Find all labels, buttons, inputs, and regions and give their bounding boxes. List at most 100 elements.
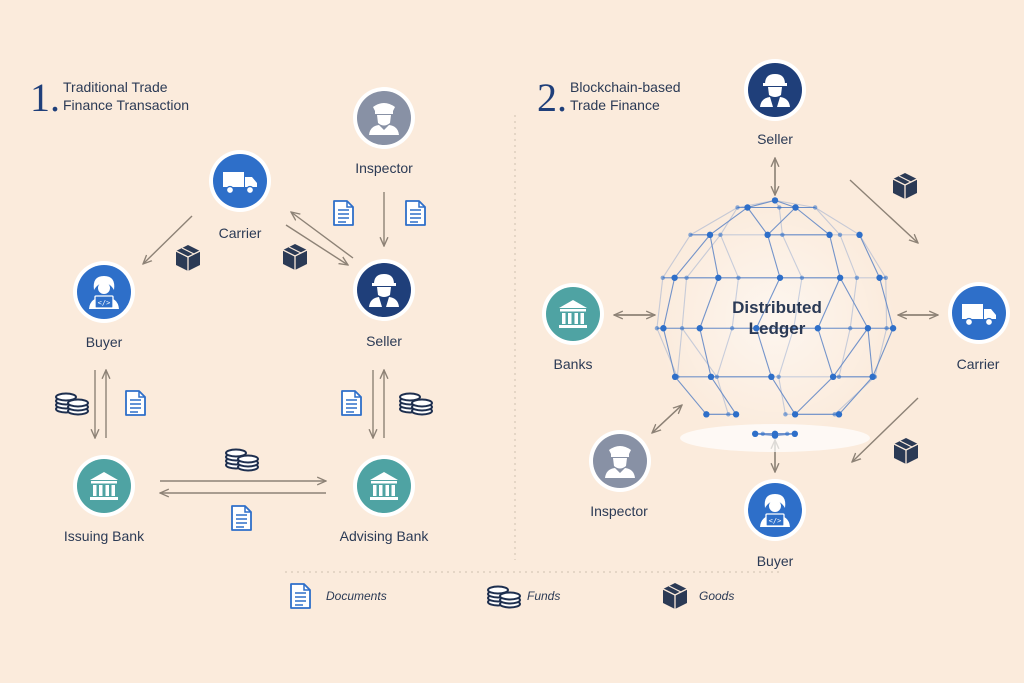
globe-edge (755, 277, 781, 329)
globe-edge (681, 327, 718, 378)
globe-edge (872, 328, 894, 378)
globe-edge (767, 234, 781, 278)
globe-node (791, 430, 799, 438)
document-icon (333, 200, 354, 226)
globe-edge (839, 234, 858, 278)
globe-node (703, 411, 710, 418)
document-icon (405, 200, 426, 226)
globe-node (791, 411, 799, 418)
globe-edge (774, 199, 816, 209)
globe-node (735, 205, 740, 210)
globe-edge (778, 376, 786, 415)
section2-title: Blockchain-based Trade Finance (570, 78, 681, 114)
globe-node (791, 326, 796, 331)
globe-node (884, 326, 889, 331)
inspector-label-1: Inspector (355, 160, 413, 176)
globe-node (771, 197, 779, 204)
document-icon (125, 390, 146, 416)
globe-edge (716, 376, 729, 415)
globe-node (836, 374, 842, 379)
globe-node (832, 412, 837, 417)
ledger-line2: Ledger (748, 319, 806, 338)
globe-node (732, 411, 740, 418)
globe-node (776, 374, 781, 379)
issuing-bank-icon-node (73, 455, 135, 517)
globe-node (777, 205, 782, 210)
globe-edge (778, 328, 795, 377)
globe-node (812, 205, 818, 210)
globe-edge (879, 277, 894, 329)
globe-node (751, 430, 759, 438)
globe-node (714, 374, 720, 379)
globe-node (836, 274, 844, 281)
globe-node (792, 204, 799, 211)
globe-edge (867, 328, 874, 377)
globe-edge (686, 234, 721, 279)
section1-title-line1: Traditional Trade (63, 79, 168, 95)
globe-edge (699, 277, 719, 329)
coins-icon (399, 392, 433, 416)
globe-node (856, 231, 863, 239)
globe-node (764, 231, 771, 239)
globe-node (729, 326, 735, 331)
globe-edge (674, 376, 707, 415)
globe-node (785, 431, 790, 437)
globe-edge (716, 328, 733, 377)
globe-edge (662, 277, 676, 329)
globe-edge (767, 207, 796, 236)
globe-edge (674, 234, 711, 279)
globe-edge (690, 207, 738, 236)
globe-node (660, 325, 667, 332)
globe-edge (885, 277, 888, 329)
globe-edge (794, 376, 834, 415)
banks-label: Banks (553, 356, 593, 372)
globe-node (660, 275, 665, 280)
legend-goods: Goods (699, 589, 735, 603)
document-icon (290, 583, 311, 609)
globe-edge (849, 277, 858, 329)
buyer-label-1: Buyer (85, 334, 123, 350)
buyer-icon-node-1 (73, 261, 135, 323)
section2-arrows (614, 158, 938, 472)
globe-node (872, 374, 878, 379)
globe-node (654, 326, 660, 331)
globe-edge (793, 277, 803, 329)
inspector-icon-node-2 (589, 430, 651, 492)
globe-edge (755, 433, 776, 437)
globe-edge (814, 207, 841, 236)
seller-label-2: Seller (757, 131, 793, 147)
globe-node (780, 232, 785, 238)
distributed-ledger-globe (653, 196, 897, 452)
globe-node (671, 274, 678, 281)
carrier-label-2: Carrier (956, 356, 1000, 372)
inspector-icon-node-1 (353, 87, 415, 149)
globe-edge (747, 199, 776, 209)
globe-node (776, 274, 784, 281)
globe-node (688, 232, 693, 238)
globe-node (726, 412, 731, 417)
globe-edge (829, 234, 841, 278)
globe-node (864, 325, 872, 332)
globe-edge (859, 234, 881, 279)
globe-edge (817, 328, 834, 377)
globe-edge (770, 376, 796, 415)
box-icon (175, 244, 201, 272)
globe-node (707, 373, 715, 380)
coins-icon (225, 448, 259, 472)
globe-edge (731, 277, 740, 329)
inspector-label-2: Inspector (590, 503, 648, 519)
globe-node (684, 275, 689, 280)
globe-node (876, 274, 883, 281)
globe-node (715, 274, 722, 281)
globe-edge (681, 277, 688, 329)
globe-node (883, 275, 888, 280)
globe-node (854, 275, 860, 280)
section2-title-line1: Blockchain-based (570, 79, 681, 95)
buyer-label-2: Buyer (756, 553, 794, 569)
ledger-line1: Distributed (732, 298, 822, 317)
globe-node (753, 325, 760, 332)
document-icon (231, 505, 252, 531)
globe-edge (699, 328, 712, 377)
globe-edge (838, 376, 874, 415)
